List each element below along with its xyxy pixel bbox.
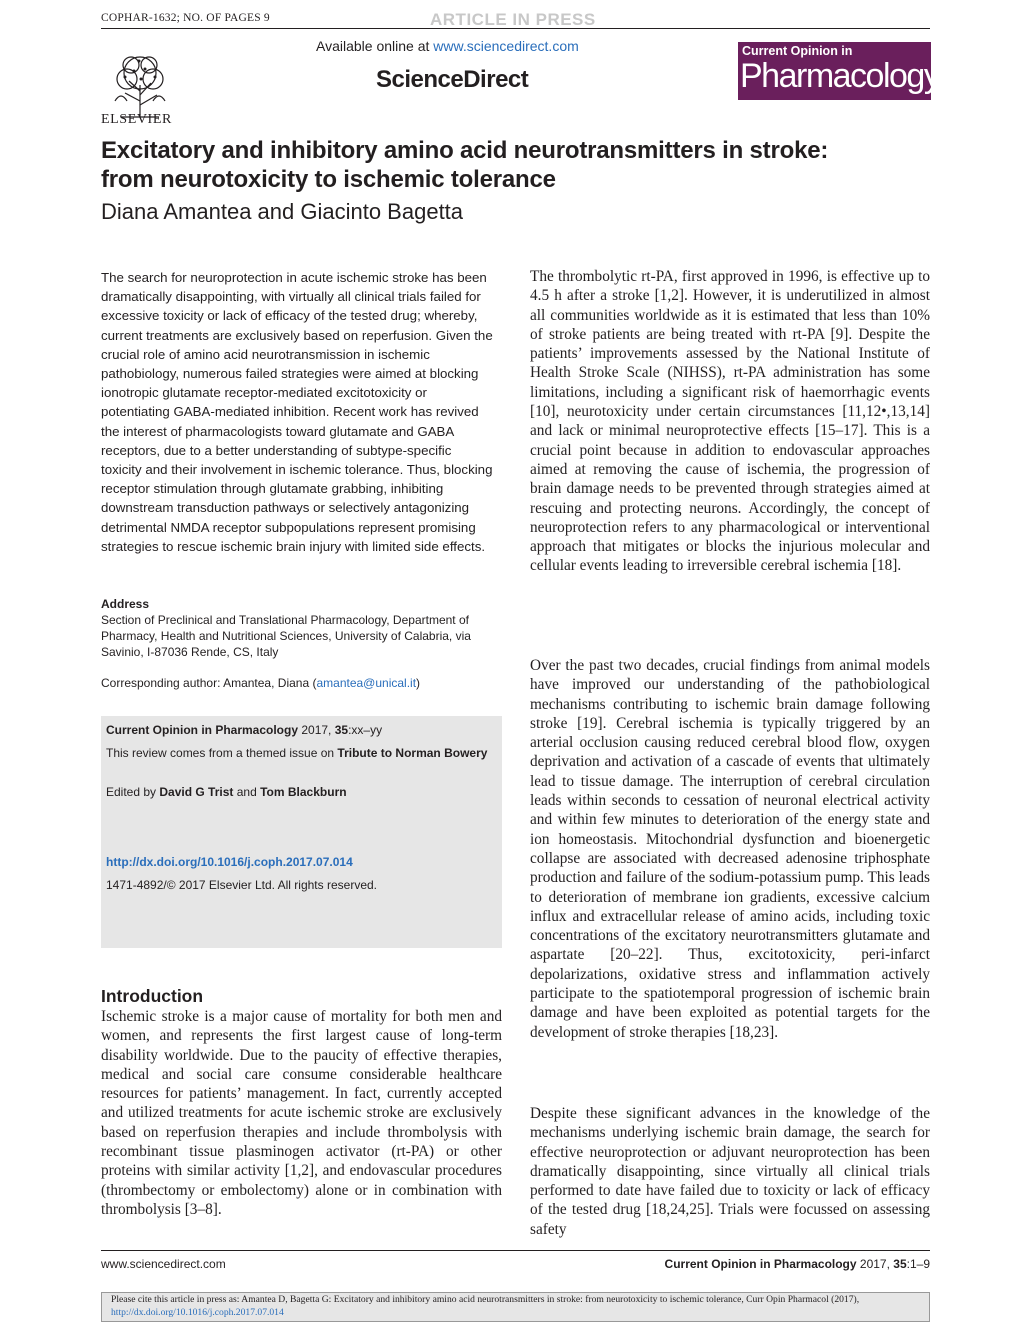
available-online: Available online at www.sciencedirect.co… (316, 38, 579, 54)
footer-rule (101, 1250, 930, 1251)
article-info-box (101, 716, 502, 948)
journal-citation: Current Opinion in Pharmacology 2017, 35… (106, 723, 383, 737)
address-heading: Address (101, 597, 150, 611)
sciencedirect-link[interactable]: www.sciencedirect.com (433, 38, 579, 54)
footer-website: www.sciencedirect.com (101, 1257, 226, 1271)
editors: Edited by David G Trist and Tom Blackbur… (106, 785, 347, 799)
header-rule (101, 28, 930, 29)
doi-link[interactable]: http://dx.doi.org/10.1016/j.coph.2017.07… (106, 855, 353, 869)
manuscript-code: COPHAR-1632; NO. OF PAGES 9 (101, 12, 270, 24)
author-email-link[interactable]: amantea@unical.it (316, 676, 417, 690)
article-authors: Diana Amantea and Giacinto Bagetta (101, 199, 464, 224)
copyright: 1471-4892/© 2017 Elsevier Ltd. All right… (106, 878, 377, 892)
introduction-heading: Introduction (101, 986, 204, 1006)
journal-logo-top: Current Opinion in (742, 44, 853, 58)
body-paragraph-1: The thrombolytic rt-PA, first approved i… (530, 268, 930, 575)
body-paragraph-2: Over the past two decades, crucial findi… (530, 657, 930, 1041)
body-paragraph-3: Despite these significant advances in th… (530, 1105, 930, 1238)
abstract-text: The search for neuroprotection in acute … (101, 270, 493, 554)
themed-issue: This review comes from a themed issue on… (106, 746, 488, 760)
corresponding-author: Corresponding author: Amantea, Diana (am… (101, 676, 421, 690)
citation-box (101, 1292, 930, 1322)
article-in-press-banner: ARTICLE IN PRESS (430, 10, 596, 29)
introduction-paragraph: Ischemic stroke is a major cause of mort… (101, 1008, 502, 1218)
footer-journal: Current Opinion in Pharmacology 2017, 35… (664, 1257, 930, 1271)
citation-notice: Please cite this article in press as: Am… (111, 1294, 860, 1318)
journal-logo-bottom: Pharmacology (740, 57, 941, 95)
elsevier-tree-logo (114, 56, 166, 118)
sciencedirect-logo: ScienceDirect (376, 66, 529, 93)
address-text: Section of Preclinical and Translational… (101, 613, 471, 659)
article-title: Excitatory and inhibitory amino acid neu… (101, 137, 829, 193)
journal-logo-box (738, 42, 931, 100)
publisher-wordmark: ELSEVIER (101, 112, 172, 127)
citation-doi-link[interactable]: http://dx.doi.org/10.1016/j.coph.2017.07… (111, 1307, 284, 1318)
